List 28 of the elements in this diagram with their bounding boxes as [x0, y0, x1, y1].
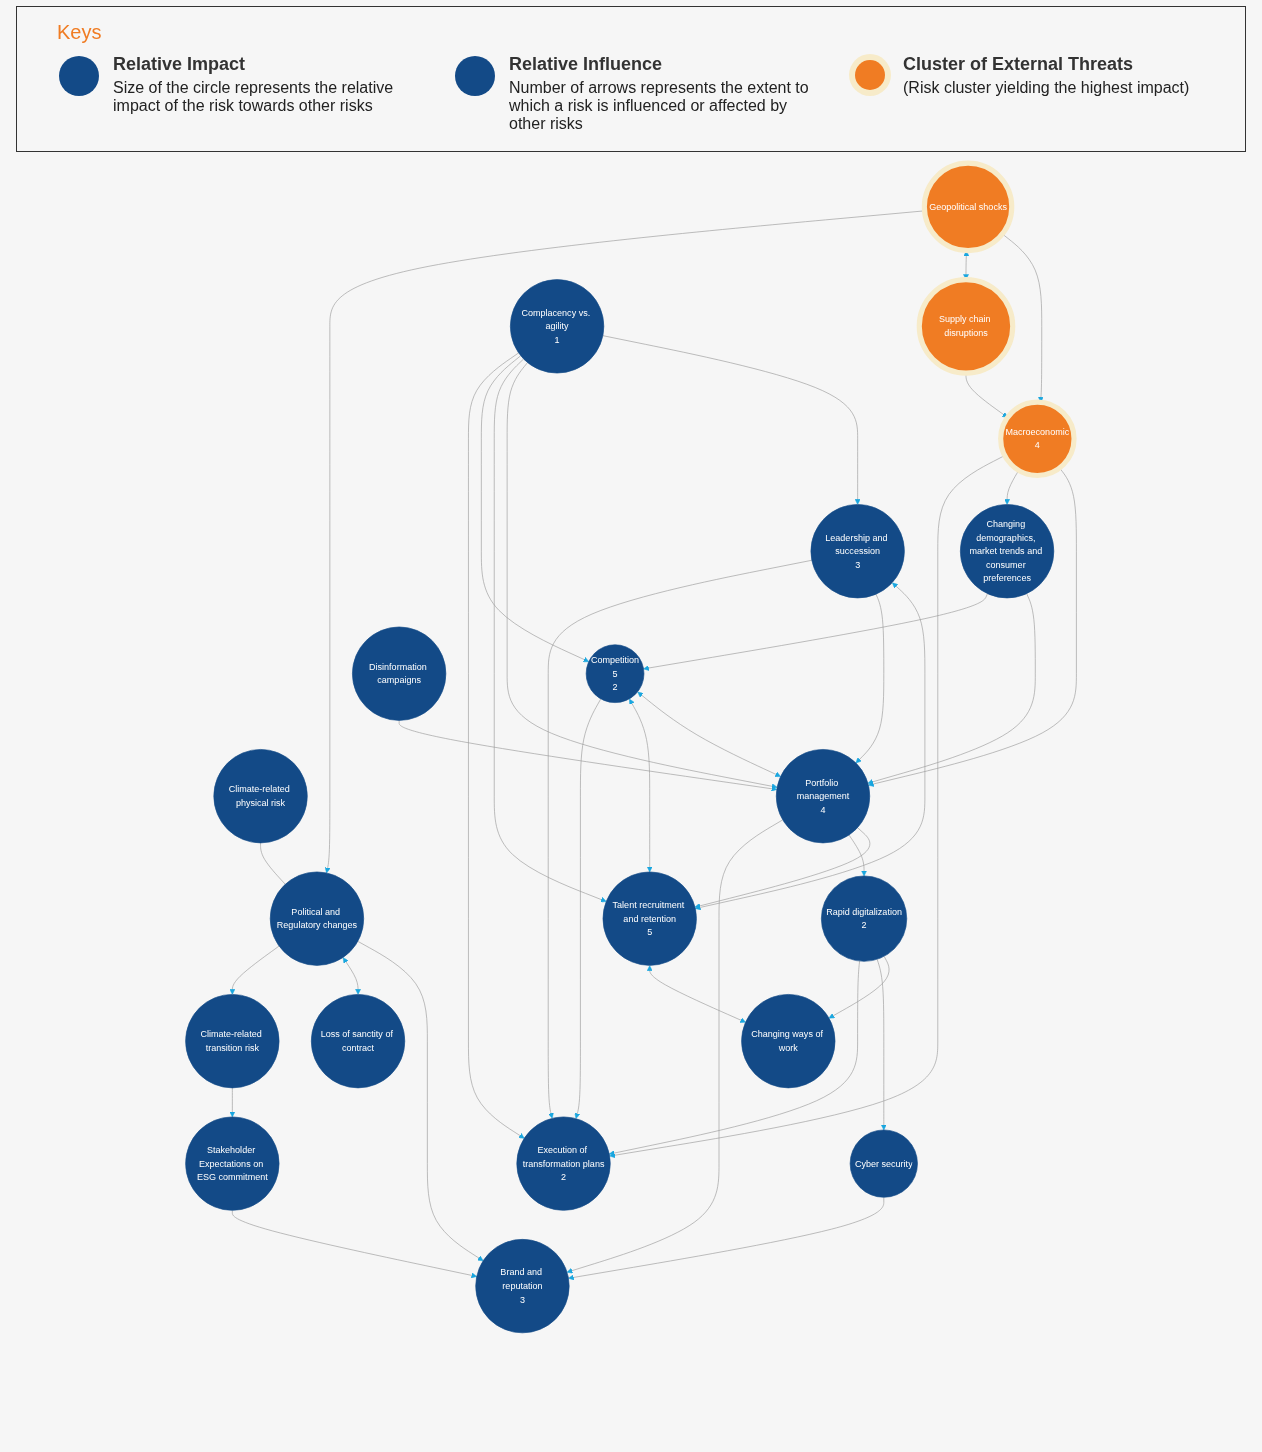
- node-circle: Changing demographics, market trends and consumer preferences: [960, 504, 1055, 599]
- node-circle: Competition 5 2: [585, 644, 645, 703]
- legend-title: Keys: [57, 21, 102, 44]
- node-circle: Execution of transformation plans 2: [516, 1116, 611, 1211]
- legend-description: (Risk cluster yielding the highest impact): [903, 79, 1190, 97]
- node-circle: Macroeconomic 4: [998, 399, 1077, 479]
- node-circle: Political and Regulatory changes: [269, 871, 364, 966]
- legend-heading: Relative Impact: [113, 54, 247, 75]
- node-circle: Stakeholder Expectations on ESG commitment: [185, 1116, 280, 1211]
- legend-heading: Relative Influence: [509, 54, 664, 75]
- node-circle: Cyber security: [849, 1129, 918, 1198]
- node-circle: Geopolitical shocks: [921, 160, 1015, 254]
- legend-heading: Cluster of External Threats: [903, 54, 1135, 75]
- node-circle: Changing ways of work: [741, 994, 836, 1089]
- node-circle: Rapid digitalization 2: [821, 875, 908, 962]
- node-circle: Climate-related transition risk: [185, 994, 280, 1089]
- node-circle: Disinformation campaigns: [352, 626, 447, 721]
- legend-description: Size of the circle represents the relative impact of the risk towards other risks: [113, 79, 395, 115]
- node-circle: Climate-related physical risk: [213, 749, 308, 844]
- node-circle: Brand and reputation 3: [475, 1239, 570, 1334]
- connector: [260, 842, 286, 885]
- node-circle: Loss of sanctity of contract: [311, 994, 406, 1089]
- node-circle: Talent recruitment and retention 5: [602, 871, 697, 966]
- node-circle: Leadership and succession 3: [810, 504, 905, 599]
- legend-description: Number of arrows represents the extent to which a risk is influenced or affected by other risks: [509, 79, 809, 133]
- node-circle: Complacency vs. agility 1: [510, 279, 605, 374]
- node-circle: Supply chain disruptions: [916, 277, 1016, 376]
- node-circle: Portfolio management 4: [775, 749, 871, 844]
